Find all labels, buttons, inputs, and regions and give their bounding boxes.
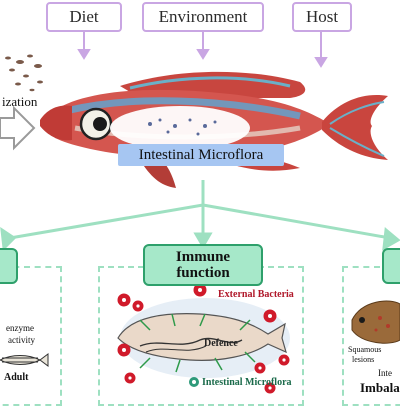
environment-box: Environment [142,2,264,32]
microbe-cluster [5,54,43,92]
activity-label: activity [8,335,35,345]
intestinal-microflora-small-label: Intestinal Microflora [202,377,292,388]
left-big-arrow [0,105,36,151]
left-fragment-text: ization [2,94,38,109]
left-panel-drawing [0,353,49,367]
adult-label: Adult [4,372,29,383]
purple-arrows [77,32,328,68]
inte-label: Inte [378,368,392,378]
diet-box: Diet [46,2,122,32]
right-panel-drawing [351,300,400,344]
left-head-box [0,248,18,284]
right-head-box [382,248,400,284]
environment-label: Environment [158,7,248,26]
green-connectors [0,180,400,252]
host-label: Host [305,7,339,26]
diet-label: Diet [69,7,99,26]
intestinal-microflora-label: Intestinal Microflora [118,144,284,166]
defence-label: Defence [204,338,238,349]
immune-drawing [117,283,290,394]
squamous-label: Squamous [348,345,382,354]
immune-function-heading: Immune function [143,244,263,286]
enzyme-label: enzyme [6,323,34,333]
external-bacteria-label: External Bacteria [218,289,294,300]
imbala-label: Imbala [360,380,400,395]
host-box: Host [292,2,352,32]
lesions-label: lesions [352,355,375,364]
fish-illustration [40,71,388,188]
